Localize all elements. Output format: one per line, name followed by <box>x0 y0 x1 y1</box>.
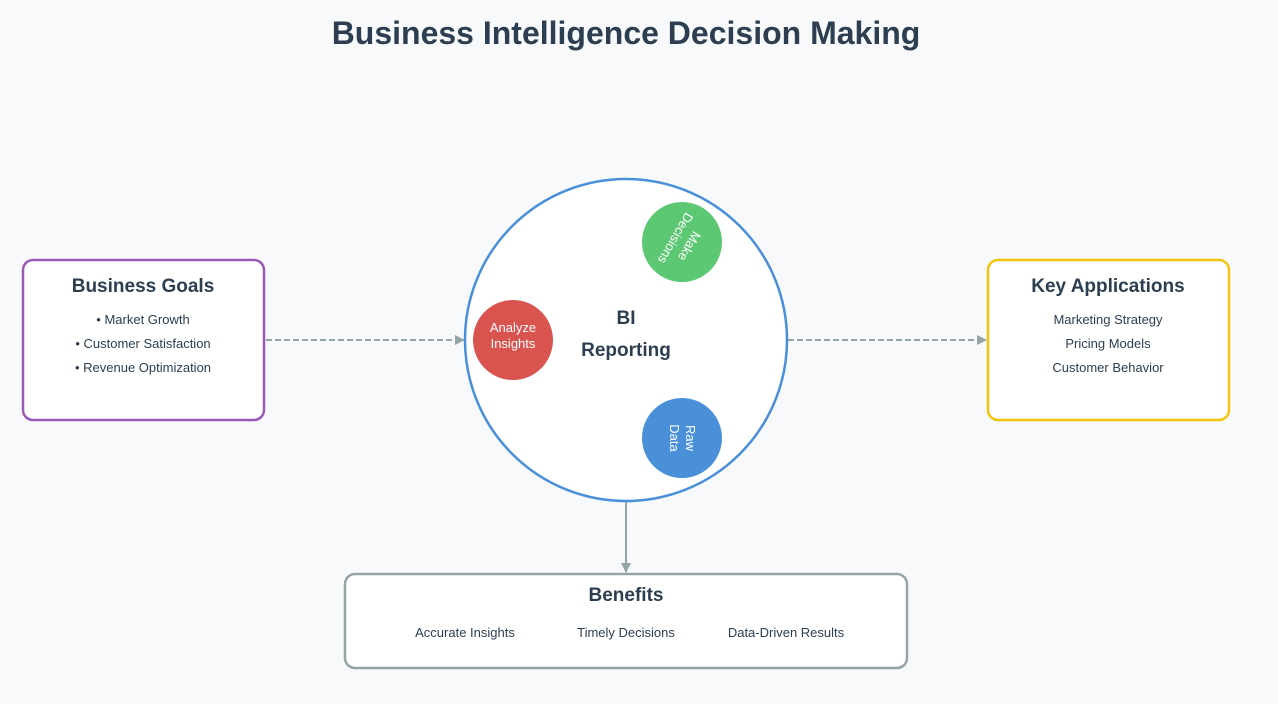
make-decisions-circle <box>642 202 722 282</box>
benefits-box: Benefits Accurate Insights Timely Decisi… <box>343 572 909 670</box>
business-goals-item: • Revenue Optimization <box>75 360 211 375</box>
key-applications-item: Pricing Models <box>1065 336 1151 351</box>
key-applications-border <box>986 258 1231 422</box>
analyze-insights-label: Insights <box>491 336 536 351</box>
raw-data-node: Raw Data <box>642 398 722 478</box>
analyze-insights-label: Analyze <box>490 320 536 335</box>
key-applications-box: Key Applications Marketing Strategy Pric… <box>986 258 1231 422</box>
raw-data-circle <box>642 398 722 478</box>
benefits-item: Timely Decisions <box>577 625 675 640</box>
benefits-border <box>343 572 909 670</box>
key-applications-item: Marketing Strategy <box>1053 312 1163 327</box>
benefits-title: Benefits <box>589 585 664 606</box>
business-goals-item: • Customer Satisfaction <box>75 336 210 351</box>
raw-data-label: Raw <box>683 425 698 452</box>
business-goals-border <box>21 258 266 422</box>
page-title: Business Intelligence Decision Making <box>332 15 921 51</box>
raw-data-label: Data <box>667 424 682 452</box>
bi-label-line2: Reporting <box>581 340 671 361</box>
business-goals-box: Business Goals • Market Growth • Custome… <box>21 258 266 422</box>
benefits-item: Accurate Insights <box>415 625 515 640</box>
benefits-item: Data-Driven Results <box>728 625 845 640</box>
make-decisions-node: Make Decisions <box>642 202 722 282</box>
analyze-insights-node: Analyze Insights <box>473 300 553 380</box>
bi-label-line1: BI <box>617 308 636 329</box>
business-goals-title: Business Goals <box>72 276 215 297</box>
business-goals-item: • Market Growth <box>96 312 189 327</box>
bi-reporting-circle: BI Reporting Analyze Insights Make Decis… <box>463 177 789 503</box>
key-applications-item: Customer Behavior <box>1052 360 1164 375</box>
analyze-insights-circle <box>473 300 553 380</box>
key-applications-title: Key Applications <box>1031 276 1184 297</box>
